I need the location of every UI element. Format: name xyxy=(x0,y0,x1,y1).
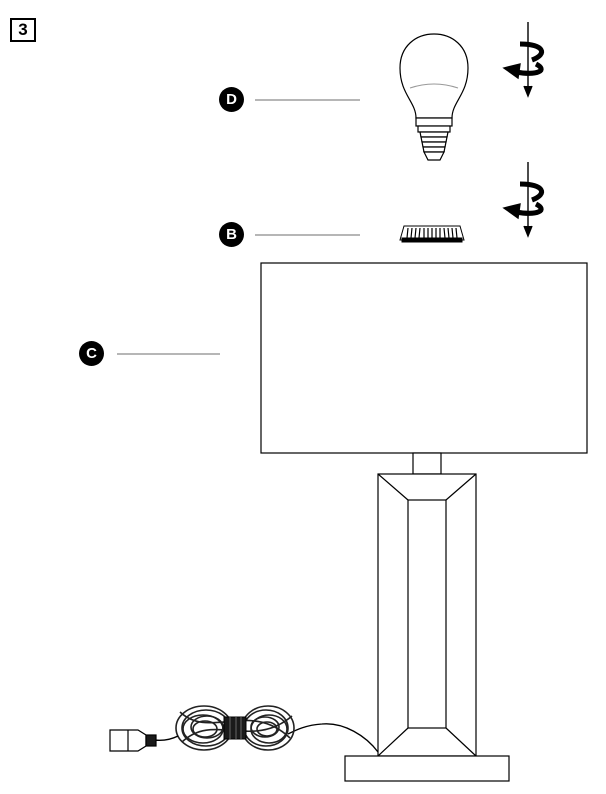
rotate-clockwise-arrow-icon xyxy=(502,162,545,238)
lamp-neck xyxy=(412,452,442,475)
rotate-clockwise-arrow-icon xyxy=(502,22,545,98)
lamp-base-body xyxy=(377,473,477,757)
callout-d: D xyxy=(219,87,244,112)
lamp-shade xyxy=(260,262,588,454)
callout-b: B xyxy=(219,222,244,247)
power-cord xyxy=(287,723,379,753)
power-plug-icon xyxy=(109,729,157,752)
light-bulb-icon xyxy=(399,33,469,161)
coiled-cord-bundle xyxy=(175,705,295,751)
shade-ring-icon xyxy=(399,225,465,243)
step-number: 3 xyxy=(10,18,36,42)
cord-tie xyxy=(223,716,247,740)
lamp-foot xyxy=(344,755,510,782)
plug-cord xyxy=(153,735,179,742)
callout-c: C xyxy=(79,341,104,366)
